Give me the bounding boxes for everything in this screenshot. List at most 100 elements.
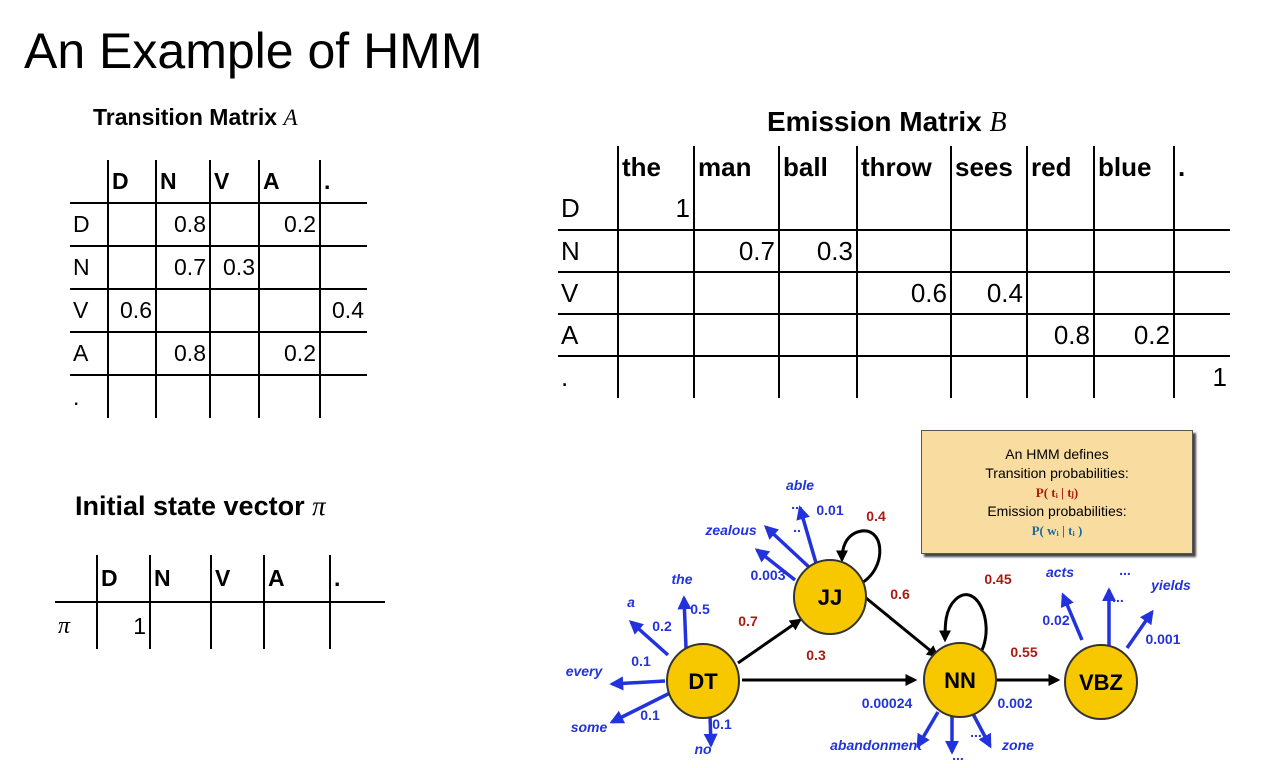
self-loop-jj <box>836 529 882 587</box>
col-header: the <box>617 146 694 188</box>
transition-heading: Transition Matrix A <box>93 104 298 130</box>
col-header: D <box>96 555 150 602</box>
cell <box>155 374 210 418</box>
row-label: A <box>70 331 108 375</box>
emission-arrow <box>628 620 670 657</box>
cell: 0.2 <box>258 202 320 246</box>
cell: 0.6 <box>107 288 156 332</box>
transition-prob-label: 0.55 <box>1010 644 1037 660</box>
transition-prob-label: 0.6 <box>890 586 910 602</box>
transition-formula: P( tᵢ | tⱼ) <box>1035 485 1079 500</box>
cell <box>258 374 320 418</box>
emission-word-label: abandonment <box>830 737 923 753</box>
self-loop-nn <box>939 593 988 651</box>
cell <box>1093 271 1174 314</box>
cell: 0.2 <box>1093 313 1174 356</box>
emission-prob-label: 0.2 <box>652 618 672 634</box>
cell <box>210 601 264 649</box>
cell <box>1026 229 1094 272</box>
cell <box>149 601 211 649</box>
emission-prob-label: 0.003 <box>750 567 785 583</box>
cell: 0.7 <box>155 245 210 289</box>
emission-prob-label: ... <box>791 496 803 512</box>
slide-title: An Example of HMM <box>24 23 483 79</box>
cell <box>319 374 367 418</box>
info-line: Emission probabilities: <box>987 503 1127 519</box>
edge-jj-nn <box>865 596 939 658</box>
cell <box>209 202 259 246</box>
cell: 0.8 <box>1026 313 1094 356</box>
info-line: Transition probabilities: <box>985 465 1129 481</box>
col-header: N <box>149 555 211 602</box>
cell: 1 <box>617 188 694 230</box>
emission-formula: P( wᵢ | tᵢ ) <box>1031 523 1083 538</box>
col-header: N <box>155 160 210 203</box>
cell: 0.3 <box>209 245 259 289</box>
svg-text:JJ: JJ <box>818 585 842 610</box>
cell <box>617 229 694 272</box>
cell <box>778 271 857 314</box>
emission-word-label: zealous <box>704 522 757 538</box>
transition-prob-label: 0.3 <box>806 647 826 663</box>
cell <box>950 229 1027 272</box>
cell: 0.8 <box>155 202 210 246</box>
emission-word-label: zone <box>1001 737 1034 753</box>
emission-word-label: some <box>571 719 608 735</box>
col-header: A <box>258 160 320 203</box>
emission-word-label: every <box>566 663 604 679</box>
col-header: ball <box>778 146 857 188</box>
edge-dt-jj <box>737 618 802 665</box>
state-node-dt: DT <box>666 643 740 719</box>
cell <box>693 313 779 356</box>
emission-prob-label: 0.01 <box>816 502 843 518</box>
cell <box>617 271 694 314</box>
emission-prob-label: 0.001 <box>1145 631 1180 647</box>
svg-text:NN: NN <box>944 668 976 693</box>
transition-prob-label: 0.4 <box>866 508 886 524</box>
cell: 0.6 <box>856 271 951 314</box>
col-header: throw <box>856 146 951 188</box>
cell <box>693 271 779 314</box>
cell <box>319 202 367 246</box>
emission-prob-label: ... <box>1119 562 1131 578</box>
row-label: V <box>70 288 108 332</box>
emission-word-label: no <box>694 741 712 757</box>
cell <box>107 202 156 246</box>
hmm-info-box: An HMM defines Transition probabilities:… <box>921 430 1193 554</box>
cell: 0.3 <box>778 229 857 272</box>
cell <box>329 601 385 649</box>
cell <box>617 355 694 398</box>
col-header: . <box>1173 146 1230 188</box>
cell <box>1093 188 1174 230</box>
cell <box>1093 355 1174 398</box>
svg-text:DT: DT <box>688 669 718 694</box>
emission-heading: Emission Matrix B <box>767 106 1007 138</box>
col-header: . <box>329 555 385 602</box>
cell <box>617 313 694 356</box>
cell <box>1026 355 1094 398</box>
cell <box>950 313 1027 356</box>
col-header: V <box>210 555 264 602</box>
cell <box>263 601 330 649</box>
row-label: π <box>55 601 97 649</box>
initial-heading: Initial state vector π <box>75 491 326 521</box>
cell <box>1026 271 1094 314</box>
emission-prob-label: ... <box>952 747 964 763</box>
row-label: A <box>558 313 618 356</box>
row-label: N <box>70 245 108 289</box>
emission-arrow <box>609 676 666 691</box>
cell <box>856 229 951 272</box>
cell <box>778 313 857 356</box>
emission-word-label: able <box>786 477 814 493</box>
cell <box>1093 229 1174 272</box>
col-header: A <box>263 555 330 602</box>
cell <box>1173 229 1230 272</box>
transition-prob-label: 0.45 <box>984 571 1011 587</box>
cell: 0.4 <box>950 271 1027 314</box>
